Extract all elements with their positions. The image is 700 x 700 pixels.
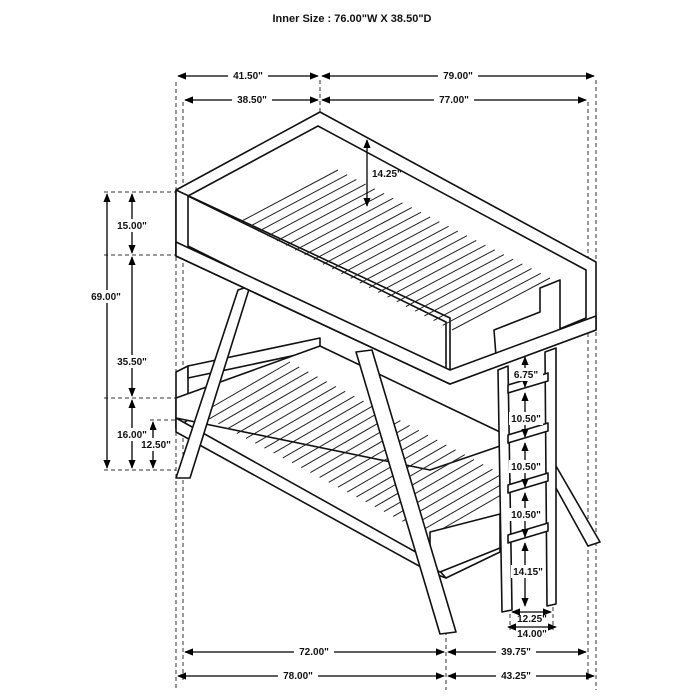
- slat: [359, 230, 459, 284]
- slat: [433, 268, 532, 322]
- slat: [227, 376, 318, 430]
- slat: [254, 390, 346, 444]
- slat: [331, 216, 431, 270]
- slat: [295, 197, 394, 251]
- slat: [337, 434, 429, 488]
- label-lower-rail-height: 16.00": [117, 430, 147, 441]
- label-ladder-top-step: 6.75": [514, 370, 538, 381]
- slat: [328, 429, 420, 483]
- slat: [239, 169, 339, 223]
- slat: [236, 381, 328, 434]
- slat: [264, 395, 355, 449]
- label-top-outer-depth: 41.50": [233, 71, 263, 82]
- label-ladder-step-3: 10.50": [511, 510, 541, 521]
- label-bottom-outer-depth: 43.25": [501, 671, 531, 682]
- label-upper-panel-height: 15.00": [117, 221, 147, 232]
- label-bottom-inner-length: 72.00": [299, 647, 329, 658]
- label-top-outer-length: 79.00": [443, 71, 473, 82]
- slat: [322, 211, 422, 265]
- label-lower-deck-height: 12.50": [141, 440, 171, 451]
- slat: [300, 415, 392, 469]
- label-ladder-step-1: 10.50": [511, 414, 541, 425]
- slat: [199, 361, 291, 415]
- slat: [411, 473, 502, 527]
- slat: [341, 221, 440, 275]
- slat: [208, 366, 300, 420]
- slat: [350, 225, 449, 279]
- slat: [245, 385, 337, 439]
- slat: [383, 459, 475, 513]
- slat: [451, 277, 551, 331]
- upper-bunk: [175, 111, 597, 385]
- slat: [276, 188, 376, 242]
- label-top-inner-depth: 38.50": [237, 95, 267, 106]
- label-bottom-outer-length: 78.00": [283, 671, 313, 682]
- label-ladder-bottom: 14.15": [513, 567, 543, 578]
- slat: [365, 449, 456, 503]
- slat: [396, 249, 495, 303]
- label-overall-height: 69.00": [91, 292, 121, 303]
- slat: [374, 454, 466, 508]
- label-guardrail-height: 14.25": [372, 169, 402, 180]
- slat: [291, 410, 383, 464]
- slat: [442, 272, 542, 326]
- label-bottom-inner-depth: 39.75": [501, 647, 531, 658]
- lower-bunk: [175, 285, 601, 635]
- inner-size-title: Inner Size : 76.00"W X 38.50"D: [273, 13, 432, 25]
- slat: [378, 239, 477, 293]
- slat: [313, 207, 412, 261]
- slat: [368, 235, 468, 289]
- label-bunk-clearance: 35.50": [117, 357, 147, 368]
- slat: [420, 478, 512, 532]
- slat: [258, 178, 357, 232]
- label-top-inner-length: 77.00": [439, 95, 469, 106]
- slat: [267, 183, 366, 237]
- slat: [424, 263, 523, 317]
- slat: [387, 244, 486, 298]
- slat: [273, 400, 364, 454]
- slat: [282, 405, 374, 459]
- slat: [304, 202, 403, 256]
- label-ladder-outer-width: 14.00": [517, 629, 547, 640]
- slat: [405, 254, 505, 307]
- slat: [248, 174, 348, 228]
- slat: [414, 258, 514, 312]
- label-ladder-step-2: 10.50": [511, 462, 541, 473]
- label-ladder-inner-width: 12.25": [517, 614, 547, 625]
- slat: [218, 371, 309, 425]
- dimension-labels: 41.50" 79.00" 38.50" 77.00" 14.25" 69.00…: [90, 69, 547, 682]
